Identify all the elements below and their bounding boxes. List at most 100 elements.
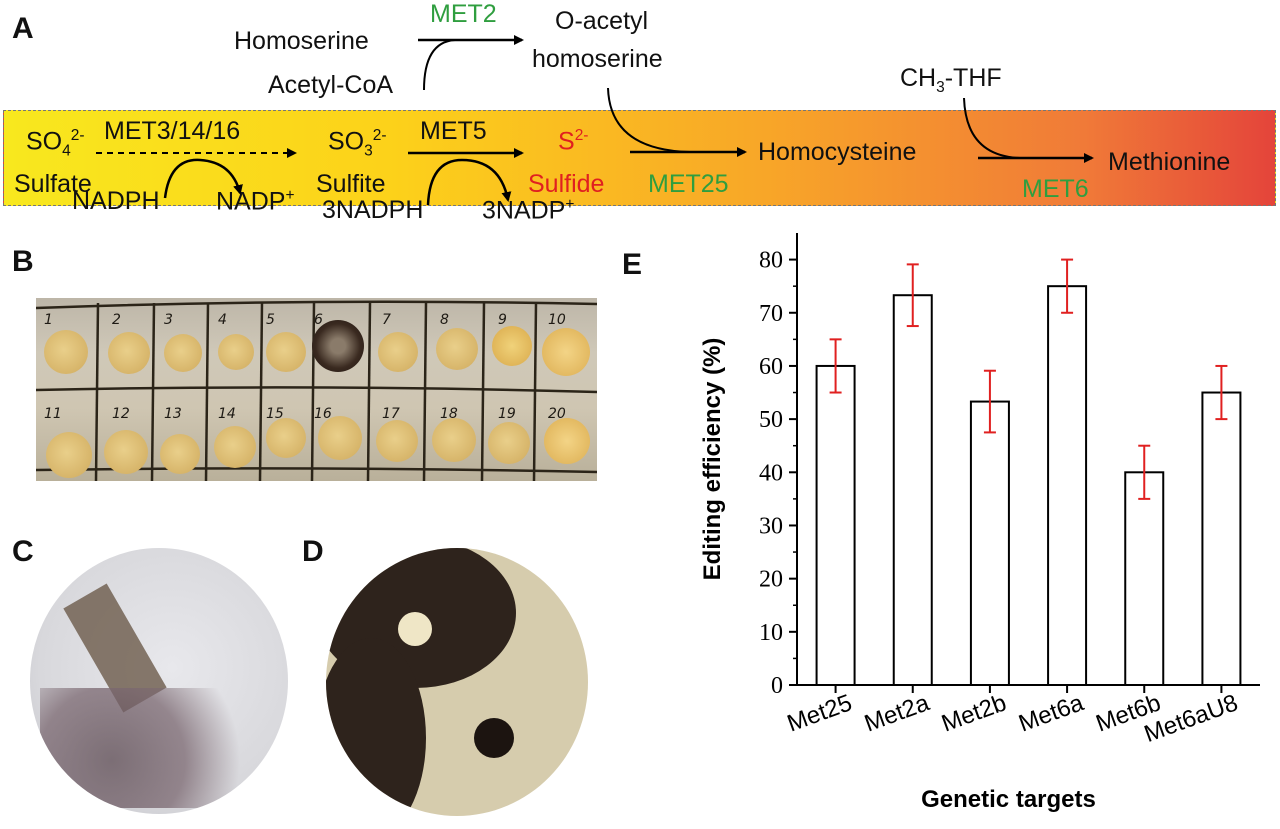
spot-15 [266,418,306,458]
plate-number-2: 2 [112,312,121,328]
plate-number-15: 15 [266,406,284,422]
spot-1 [44,330,88,374]
dark-spot [474,718,514,758]
so3-superscript: 2- [372,127,387,144]
colony-cluster [40,688,280,808]
spot-9 [492,326,532,366]
y-axis-title: Editing efficiency (%) [700,338,726,581]
bar-Met6aU8 [1201,391,1242,686]
plate-number-12: 12 [112,406,130,422]
spot-17 [376,420,418,462]
petri-dish-met6 [326,548,588,816]
sulfide-ion-label: S2- [558,127,588,156]
plate-number-14: 14 [218,406,236,422]
pathway-arrows [96,35,1094,206]
sulfide-ion-superscript: 2- [574,127,589,144]
so4-label: SO42- [26,127,85,160]
thf-text: -THF [944,64,1002,92]
spot-7 [378,332,418,372]
3nadph-cycle-arrow [426,158,512,206]
bar-Met6b [1124,471,1165,686]
y-tick-label-50: 50 [759,407,783,433]
sulfite-label: Sulfite [316,170,386,198]
y-tick-label-70: 70 [759,301,783,327]
x-tick-label-Met6a: Met6a [1015,689,1088,737]
o-acetyl-label: O-acetyl [555,7,649,35]
panel-label-a: A [12,12,34,45]
spot-19 [488,422,530,464]
spot-10 [542,328,590,376]
o-acetylhomoserine-arrow [607,87,691,153]
3nadp-text: 3NADP [482,196,566,225]
panel-label-b: B [12,245,34,278]
spot-16 [318,416,362,460]
nadph-cycle-arrow [163,158,243,199]
met6-enzyme-label: MET6 [1022,175,1089,203]
plate-number-18: 18 [440,406,458,422]
spot-18 [432,418,476,462]
spot-8 [436,328,478,370]
so4-subscript: 4 [62,142,71,160]
ch3-subscript: 3 [936,79,945,96]
plate-number-3: 3 [164,312,173,328]
plate-number-17: 17 [382,406,400,422]
nadp-superscript: + [285,187,295,204]
y-tick-label-10: 10 [759,620,783,646]
so4-text: SO [26,127,63,156]
so3-label: SO32- [328,127,387,160]
ch3-thf-label: CH3-THF [900,64,1002,97]
y-tick-label-40: 40 [759,460,783,486]
panel-label-c: C [12,535,34,568]
spot-5 [266,332,306,372]
plate-number-5: 5 [266,312,275,328]
light-spot [398,612,432,646]
spot-4 [218,334,254,370]
plate-number-11: 11 [44,406,62,422]
o-acetylhomoserine-label: homoserine [532,45,663,73]
panel-label-e: E [622,248,643,281]
bar-Met25 [815,364,856,687]
plate-number-4: 4 [218,312,227,328]
plate-number-13: 13 [164,406,182,422]
plate-number-10: 10 [548,312,566,328]
acetyl-coa-label: Acetyl-CoA [268,71,394,99]
x-tick-label-Met2b: Met2b [938,689,1010,737]
so3-subscript: 3 [364,142,373,160]
homoserine-label: Homoserine [234,27,369,55]
3nadp-superscript: + [565,196,575,213]
bar-Met2b [969,400,1010,687]
x-tick-label-Met2a: Met2a [861,689,934,737]
spot-6-dark [312,320,364,372]
so3-text: SO [328,127,365,156]
plate-number-7: 7 [382,312,391,328]
plate-number-8: 8 [440,312,449,328]
3nadph-label: 3NADPH [322,196,424,224]
nadp-text: NADP [216,187,286,216]
y-tick-label-60: 60 [759,354,783,380]
spot-20 [544,418,590,464]
met25-enzyme-label: MET25 [648,170,729,198]
met2-enzyme-label: MET2 [430,0,497,28]
y-tick-label-20: 20 [759,567,783,593]
plate-number-1: 1 [44,312,53,328]
bar-Met2a [892,294,933,687]
x-tick-label-Met25: Met25 [784,689,856,737]
spot-13 [160,434,200,474]
spot-14 [214,426,256,468]
plate-number-20: 20 [548,406,566,422]
sulfide-label: Sulfide [528,170,605,198]
met3-enzyme-label: MET3/14/16 [104,117,241,145]
met5-enzyme-label: MET5 [420,117,487,145]
petri-dish-met25 [30,548,288,814]
acetyl-coa-arrow [423,39,456,91]
nadp-label: NADP+ [216,187,295,216]
ch3-text: CH [900,64,937,92]
ch3-thf-arrow [963,97,1021,159]
sulfate-label: Sulfate [14,170,92,198]
spot-3 [164,334,202,372]
bar-Met6a [1047,285,1088,686]
plate-number-6: 6 [314,312,323,328]
y-tick-label-80: 80 [759,248,783,274]
